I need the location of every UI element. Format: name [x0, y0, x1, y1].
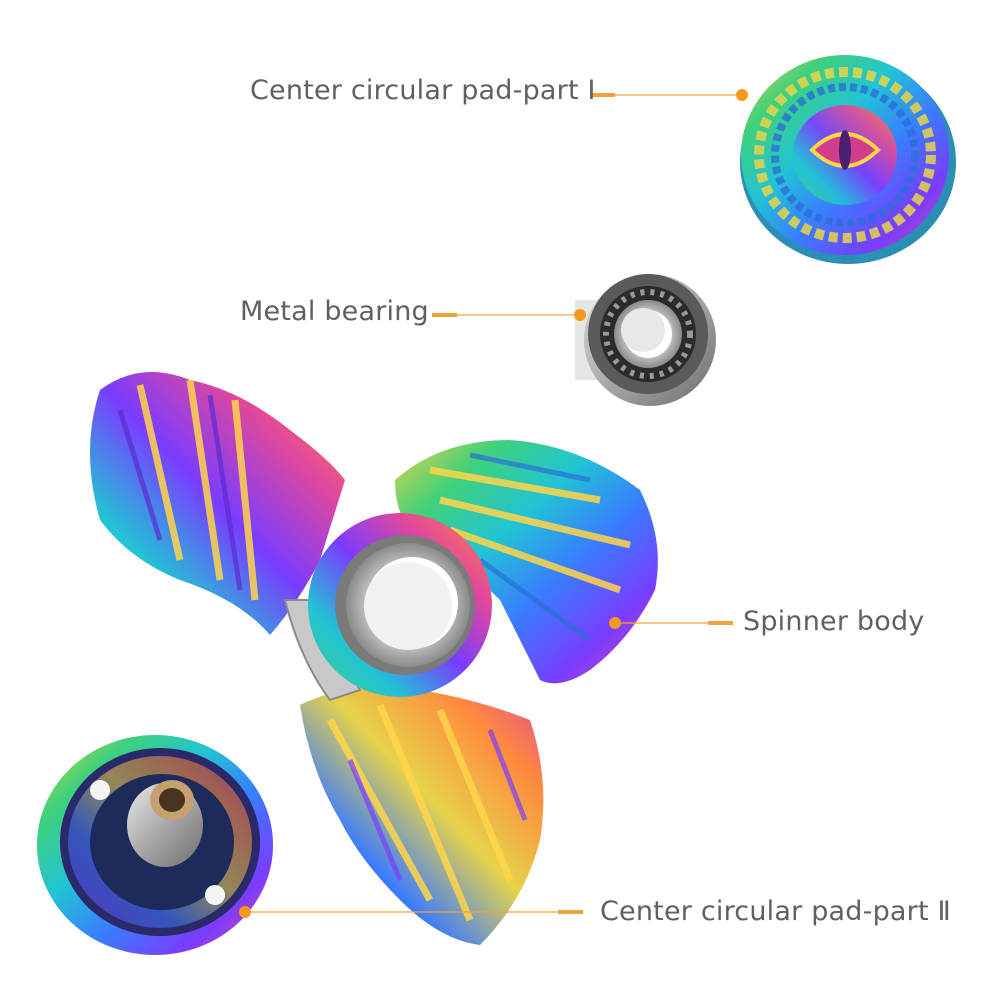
leader-lines [239, 89, 748, 918]
label-pad-part-1: Center circular pad-part Ⅰ [250, 75, 596, 106]
leader-dot-pad-part-1 [736, 89, 748, 101]
label-metal-bearing: Metal bearing [240, 296, 429, 327]
spinner-body-image [90, 372, 658, 945]
leader-line-pad-part-1 [590, 89, 748, 101]
label-spinner-body: Spinner body [743, 606, 925, 637]
leader-dot-pad-part-2 [239, 906, 251, 918]
leader-dot-spinner-body [609, 617, 621, 629]
bearing-image [575, 274, 716, 406]
leader-dot-bearing [574, 309, 586, 321]
leader-line-bearing [432, 309, 586, 321]
label-pad-part-2: Center circular pad-part Ⅱ [600, 896, 952, 927]
pad-part-2-image [37, 735, 273, 955]
leader-line-spinner-body [609, 617, 733, 629]
pad-part-1-image [740, 55, 956, 264]
leader-line-pad-part-2 [239, 906, 583, 918]
